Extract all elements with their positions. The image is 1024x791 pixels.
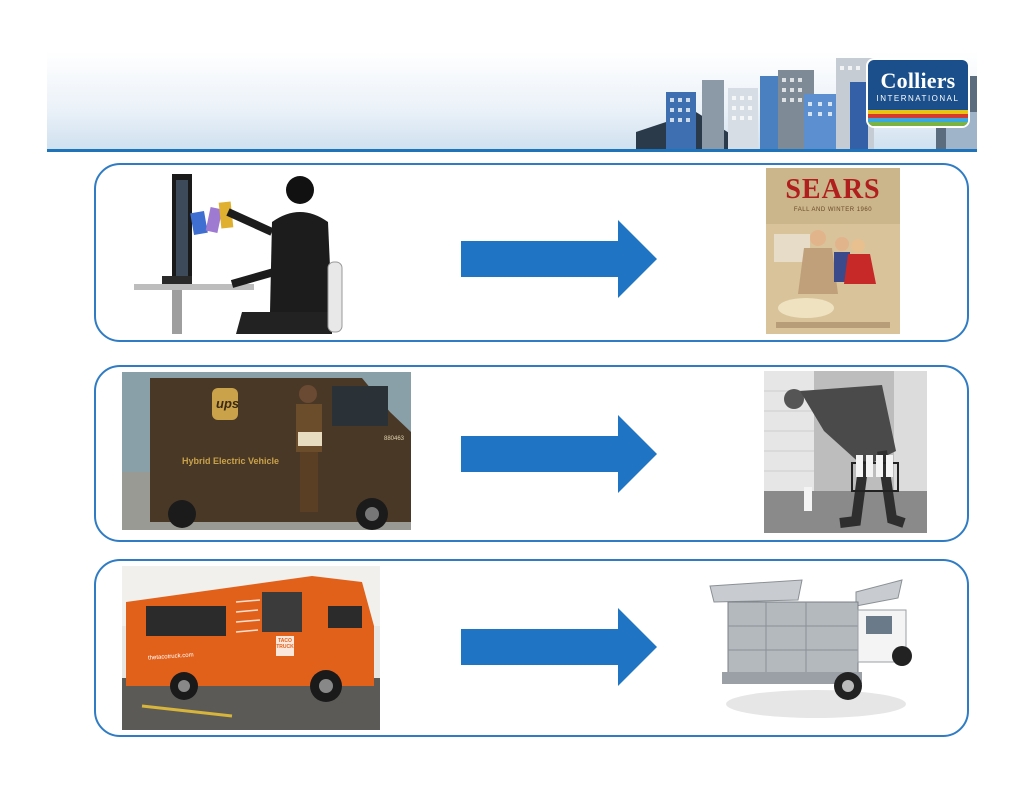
ups-logo-text: ups <box>216 396 240 411</box>
milkman-delivery-photo <box>764 371 927 533</box>
logo-name: Colliers <box>880 68 956 93</box>
sears-tagline: FALL AND WINTER 1960 <box>793 207 873 213</box>
logo-subtitle: INTERNATIONAL <box>876 94 960 103</box>
right-arrow-icon <box>461 220 657 298</box>
catering-lunch-truck-photo <box>706 576 912 726</box>
taco-truck-badge: TACO TRUCK <box>276 638 294 650</box>
truck-side-label: Hybrid Electric Vehicle <box>182 456 280 466</box>
right-arrow-icon <box>461 608 657 686</box>
colliers-logo: Colliers INTERNATIONAL <box>868 60 968 126</box>
sears-catalog-photo: SEARS FALL AND WINTER 1960 <box>766 168 900 334</box>
logo-stripes <box>868 110 968 126</box>
sears-title: SEARS <box>785 174 881 205</box>
truck-number: 880463 <box>384 436 405 442</box>
header-divider <box>47 149 977 152</box>
taco-food-truck-photo: TACO TRUCK thetacotruck.com <box>122 566 380 730</box>
right-arrow-icon <box>461 415 657 493</box>
ups-delivery-truck-photo: ups Hybrid Electric Vehicle 880463 <box>122 372 411 530</box>
woman-online-shopping-photo <box>132 172 348 336</box>
